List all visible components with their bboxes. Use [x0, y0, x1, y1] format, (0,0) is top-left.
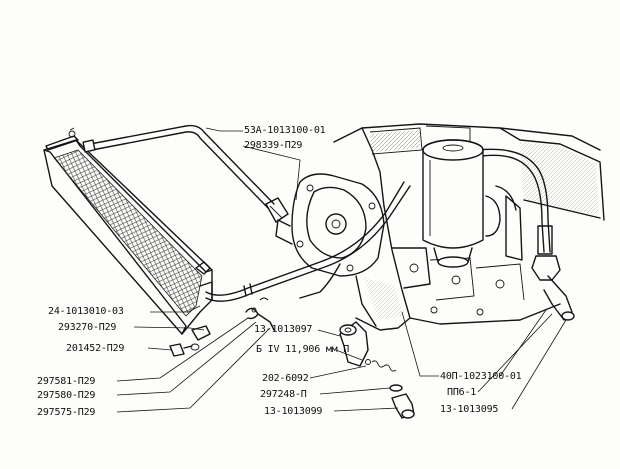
label-293270-p29: 293270-П29	[58, 322, 117, 333]
oil-filter	[422, 139, 501, 268]
label-13-1013095: 13-1013095	[440, 404, 499, 415]
label-pp6-1: ПП6-1	[447, 387, 477, 398]
clamp-parts	[245, 297, 275, 331]
label-202-6092: 202-6092	[262, 373, 309, 384]
label-40p-1023100-01: 40П-1023100-01	[440, 371, 522, 382]
label-53a-1013100-01: 53А-1013100-01	[244, 125, 326, 136]
engine-block	[299, 123, 605, 331]
label-297581-p29: 297581-П29	[37, 376, 96, 387]
gasket-297248	[389, 384, 403, 392]
label-297580-p29: 297580-П29	[37, 390, 96, 401]
bolt-201452	[169, 343, 200, 357]
upper-oil-tube	[82, 124, 289, 223]
label-201452-p29: 201452-П29	[66, 343, 125, 354]
spring-202-6092	[365, 359, 397, 372]
fitting-13-1013097	[339, 321, 369, 367]
label-297248-p: 297248-П	[260, 389, 307, 400]
label-298339-p29: 298339-П29	[244, 140, 303, 151]
label-13-1013097: 13-1013097	[254, 324, 313, 335]
label-bolt-spec: Б IV 11,906 мм П	[256, 344, 350, 355]
label-13-1013099: 13-1013099	[264, 406, 323, 417]
label-297575-p29: 297575-П29	[37, 407, 96, 418]
label-24-1013010-03: 24-1013010-03	[48, 306, 124, 317]
oil-pump-housing	[275, 173, 385, 277]
fitting-13-1013099	[391, 393, 415, 419]
lower-oil-tube	[205, 181, 411, 302]
leader-lines	[116, 127, 567, 413]
